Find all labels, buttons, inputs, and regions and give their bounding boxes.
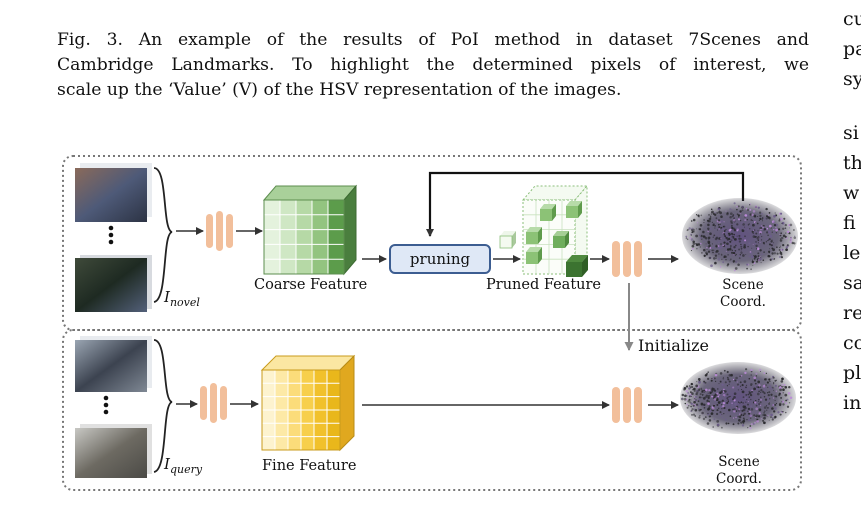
- figure-caption: Fig. 3. An example of the results of PoI…: [57, 28, 809, 103]
- novel-scene-point-cloud: [682, 198, 798, 274]
- right-col-frag: fi: [843, 212, 856, 234]
- novel-brace: [153, 167, 173, 303]
- right-column-text: cu pa sy si th w fi le sa re co pl in: [843, 0, 861, 418]
- fine-feature-cube: [260, 354, 356, 452]
- pruned-voxel: [553, 231, 569, 248]
- pruned-voxel: [566, 255, 588, 277]
- pruned-voxel: [499, 231, 516, 249]
- pruned-feature-cube: [499, 184, 589, 277]
- fine-feature-label: Fine Feature: [262, 458, 357, 474]
- right-col-frag: cu: [843, 8, 861, 30]
- coarse-feature-label: Coarse Feature: [254, 277, 368, 293]
- right-col-frag: pl: [843, 362, 861, 384]
- query-regressor-layers: [612, 387, 642, 423]
- coarse-feature-cube: [262, 184, 358, 276]
- right-col-frag: pa: [843, 38, 861, 60]
- right-col-frag: sy: [843, 68, 861, 90]
- query-encoder-layers: [200, 383, 227, 423]
- pruned-voxel: [540, 204, 556, 221]
- pruned-voxel: [526, 247, 542, 264]
- pruned-feature-label: Pruned Feature: [486, 277, 602, 293]
- caption-line-1: Fig. 3. An example of the results of PoI…: [57, 30, 809, 50]
- caption-line-2: Cambridge Landmarks. To highlight the de…: [57, 55, 809, 75]
- right-col-frag: co: [843, 332, 861, 354]
- caption-line-3: scale up the ‘Value’ (V) of the HSV repr…: [57, 80, 622, 100]
- right-col-frag: sa: [843, 272, 861, 294]
- initialize-label: Initialize: [638, 336, 709, 355]
- right-col-frag: re: [843, 302, 861, 324]
- query-input-images: [75, 336, 152, 478]
- query-brace: [153, 339, 173, 473]
- novel-regressor-layers: [612, 241, 642, 277]
- query-scene-point-cloud: [680, 362, 796, 434]
- pruned-voxel: [566, 201, 582, 218]
- top-panel: [62, 155, 802, 331]
- query-set-label: Iquery: [164, 455, 203, 476]
- novel-input-images: [75, 163, 152, 312]
- novel-set-label: Inovel: [164, 288, 200, 309]
- pruning-box: pruning: [389, 244, 491, 274]
- novel-encoder-layers: [206, 211, 233, 251]
- pruning-label: pruning: [409, 250, 471, 268]
- right-col-frag: th: [843, 152, 861, 174]
- pruned-voxel: [526, 227, 542, 244]
- right-col-frag: si: [843, 122, 859, 144]
- right-col-frag: le: [843, 242, 861, 264]
- right-col-frag: w: [843, 182, 860, 204]
- right-col-frag: in: [843, 392, 861, 414]
